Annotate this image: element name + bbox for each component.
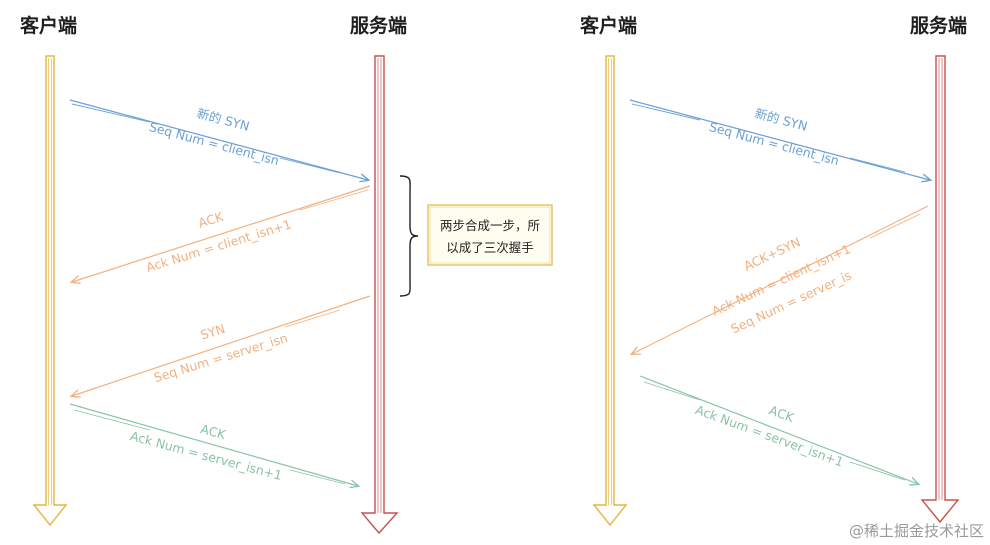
right-msg1-label-2: Seq Num = client_isn bbox=[708, 119, 841, 168]
left-msg1-label-1: 新的 SYN bbox=[195, 105, 251, 133]
left-client-lifeline bbox=[32, 55, 68, 527]
right-server-lifeline bbox=[920, 55, 960, 524]
left-msg1-label-2: Seq Num = client_isn bbox=[148, 119, 281, 168]
right-client-lifeline bbox=[592, 55, 628, 527]
left-msg3-arrow bbox=[72, 295, 371, 396]
right-msg2-arrow bbox=[632, 205, 929, 354]
watermark: @稀土掘金技术社区 bbox=[849, 522, 984, 540]
left-note-line-1: 两步合成一步，所 bbox=[440, 218, 540, 233]
left-msg3-label-1: SYN bbox=[199, 321, 227, 343]
left-server-label: 服务端 bbox=[350, 14, 407, 37]
right-msg3-arrow bbox=[639, 375, 918, 484]
left-client-label: 客户端 bbox=[20, 14, 77, 37]
left-msg4-arrow bbox=[69, 403, 358, 486]
left-msg1-arrow bbox=[69, 99, 368, 180]
left-curly-brace bbox=[399, 175, 419, 297]
right-server-label: 服务端 bbox=[910, 14, 967, 37]
left-msg2-arrow bbox=[72, 185, 371, 282]
right-msg1-label-1: 新的 SYN bbox=[753, 105, 809, 133]
right-msg3-label-1: ACK bbox=[767, 402, 797, 425]
right-msg1-arrow bbox=[629, 99, 930, 180]
left-msg2-label-1: ACK bbox=[196, 209, 225, 231]
left-msg2-label-2: Ack Num = client_isn+1 bbox=[144, 216, 293, 275]
left-msg3-label-2: Seq Num = server_isn bbox=[152, 330, 289, 385]
left-note-line-2: 以成了三次握手 bbox=[446, 240, 534, 255]
left-note-box bbox=[427, 204, 553, 266]
left-server-lifeline bbox=[360, 55, 399, 535]
left-msg4-label-1: ACK bbox=[199, 421, 228, 442]
right-client-label: 客户端 bbox=[580, 14, 637, 37]
